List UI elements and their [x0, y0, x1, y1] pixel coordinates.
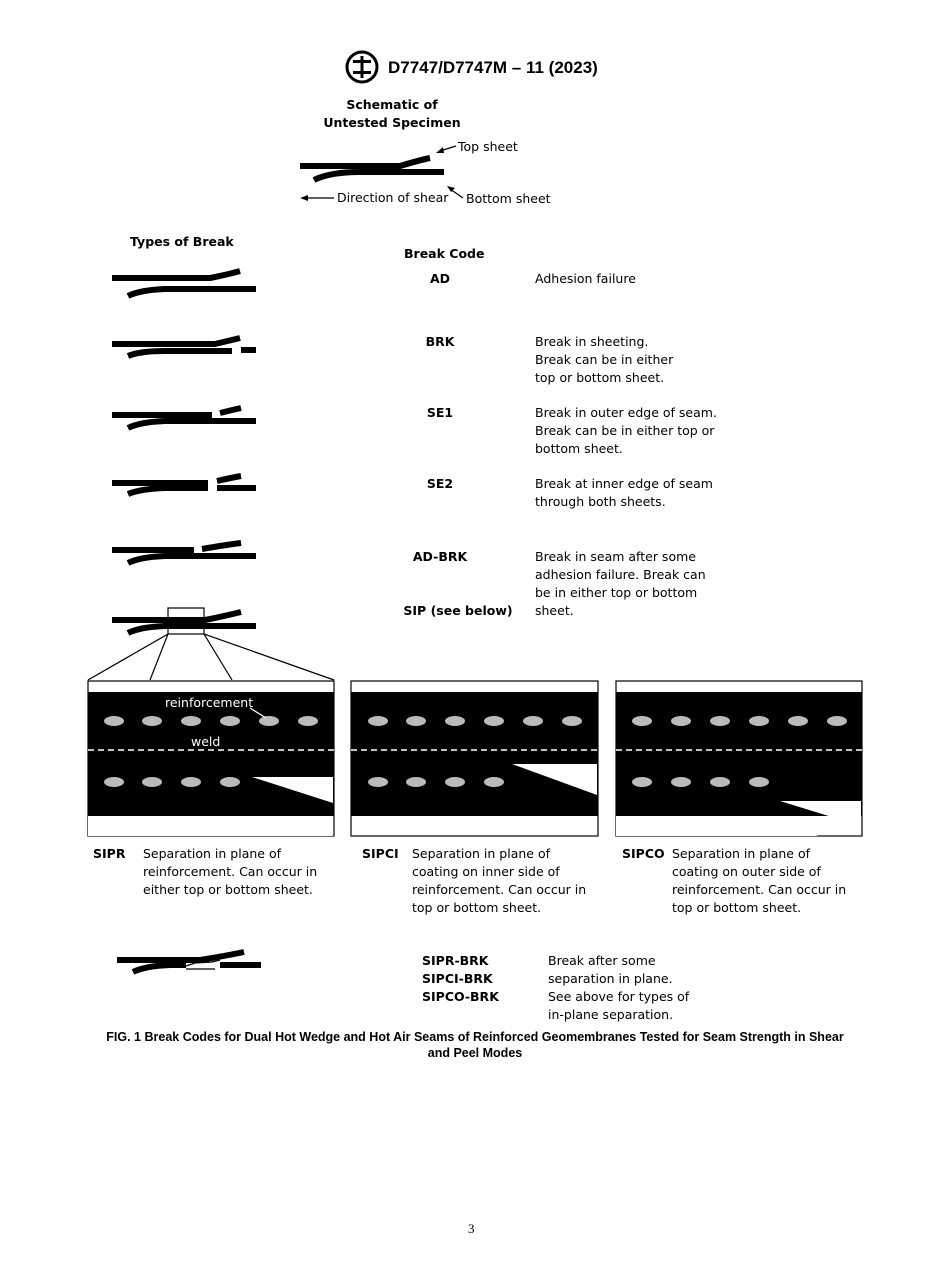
- code-sipr-brk: SIPR-BRK: [422, 953, 489, 968]
- code-sipr: SIPR: [93, 846, 126, 861]
- desc-se2: Break at inner edge of seam through both…: [535, 476, 713, 509]
- break-icon-sip: [87, 607, 335, 681]
- code-se2: SE2: [426, 476, 454, 491]
- code-ad: AD: [429, 271, 451, 286]
- document-designation: D7747/D7747M – 11 (2023): [388, 58, 598, 77]
- break-icon-brk: [112, 335, 256, 359]
- reinforcement-label: reinforcement: [165, 695, 254, 710]
- desc-se1: Break in outer edge of seam. Break can b…: [535, 405, 717, 456]
- schematic-title: Schematic of Untested Specimen: [323, 97, 461, 130]
- figure-caption: FIG. 1 Break Codes for Dual Hot Wedge an…: [106, 1030, 844, 1060]
- break-icon-se1: [112, 405, 256, 431]
- code-sip: SIP (see below): [403, 603, 513, 618]
- desc-sipci: Separation in plane of coating on inner …: [412, 846, 587, 915]
- break-icon-se2: [112, 473, 256, 497]
- break-icon-ad-brk: [112, 540, 256, 566]
- desc-brk: Break in sheeting. Break can be in eithe…: [535, 334, 674, 385]
- panel-sipci: [350, 680, 599, 837]
- code-ad-brk: AD-BRK: [412, 549, 468, 564]
- code-sipco-brk: SIPCO-BRK: [422, 989, 499, 1004]
- code-sipci-brk: SIPCI-BRK: [422, 971, 493, 986]
- bottom-sheet-label: Bottom sheet: [466, 191, 551, 206]
- astm-logo: [344, 50, 380, 84]
- desc-sipr: Separation in plane of reinforcement. Ca…: [143, 846, 318, 897]
- desc-ad-brk: Break in seam after some adhesion failur…: [535, 549, 706, 618]
- code-sipco: SIPCO: [622, 846, 665, 861]
- code-se1: SE1: [426, 405, 454, 420]
- desc-ad: Adhesion failure: [535, 271, 636, 286]
- astm-logo-icon: [345, 50, 379, 84]
- break-icon-sip-brk: [117, 949, 261, 975]
- break-code-heading: Break Code: [404, 246, 485, 261]
- panel-sipr: [87, 680, 335, 837]
- desc-sip-brk: Break after some separation in plane. Se…: [548, 953, 690, 1022]
- untested-specimen-schematic: [300, 145, 464, 201]
- weld-label: weld: [191, 734, 221, 749]
- code-sipci: SIPCI: [362, 846, 399, 861]
- break-icon-ad: [112, 268, 256, 299]
- types-of-break-heading: Types of Break: [130, 234, 234, 249]
- page-number: 3: [468, 1221, 475, 1236]
- top-sheet-label: Top sheet: [458, 139, 518, 154]
- sip-brk-codes: SIPR-BRK SIPCI-BRK SIPCO-BRK: [422, 952, 499, 1006]
- direction-of-shear-label: Direction of shear: [337, 190, 449, 205]
- desc-sipco: Separation in plane of coating on outer …: [672, 846, 847, 915]
- code-brk: BRK: [425, 334, 455, 349]
- panel-sipco: [615, 680, 863, 837]
